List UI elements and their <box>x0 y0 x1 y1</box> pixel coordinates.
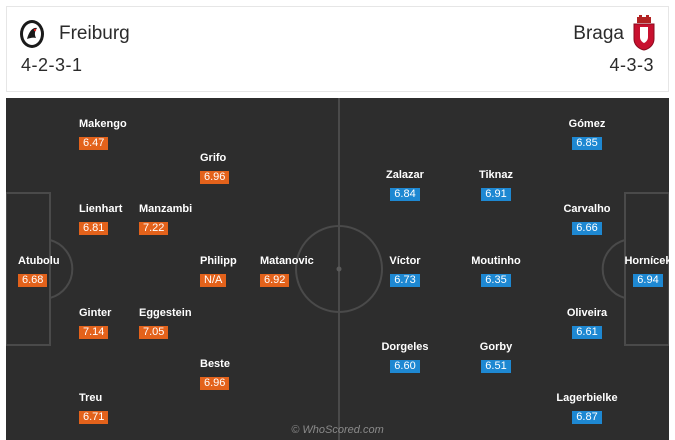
player-rating: 6.66 <box>572 222 602 235</box>
player-victor[interactable]: Víctor 6.73 <box>375 255 435 288</box>
player-name: Manzambi <box>139 203 193 215</box>
player-manzambi[interactable]: Manzambi 7.22 <box>139 203 199 236</box>
player-rating: 7.14 <box>79 326 109 339</box>
player-name: Gómez <box>568 118 606 130</box>
player-rating: 6.68 <box>18 274 48 287</box>
player-rating: 6.87 <box>572 411 602 424</box>
player-rating: 6.71 <box>79 411 109 424</box>
player-makengo[interactable]: Makengo 6.47 <box>79 118 139 151</box>
braga-crest-icon <box>633 15 655 51</box>
player-name: Gorby <box>479 341 513 353</box>
player-gomez[interactable]: Gómez 6.85 <box>557 118 617 151</box>
freiburg-crest-icon <box>20 20 44 48</box>
player-rating: 6.84 <box>390 188 420 201</box>
player-rating: 7.05 <box>139 326 169 339</box>
player-name: Dorgeles <box>381 341 429 353</box>
player-rating: 6.92 <box>260 274 290 287</box>
player-carvalho[interactable]: Carvalho 6.66 <box>557 203 617 236</box>
player-rating: 6.96 <box>200 171 230 184</box>
away-team-name[interactable]: Braga <box>573 23 624 44</box>
player-rating: 6.60 <box>390 360 420 373</box>
home-team-name[interactable]: Freiburg <box>59 23 130 44</box>
player-name: Víctor <box>389 255 421 267</box>
pitch-lines <box>6 98 669 440</box>
home-formation: 4-2-3-1 <box>21 55 83 75</box>
away-formation: 4-3-3 <box>609 55 654 75</box>
player-rating: 6.85 <box>572 137 602 150</box>
player-name: Oliveira <box>566 307 608 319</box>
player-rating: 6.91 <box>481 188 511 201</box>
player-rating: 6.35 <box>481 274 511 287</box>
player-name: Matanovic <box>260 255 314 267</box>
player-atubolu[interactable]: Atubolu 6.68 <box>18 255 78 288</box>
player-name: Zalazar <box>386 169 424 181</box>
player-rating: 6.51 <box>481 360 511 373</box>
player-name: Tiknaz <box>478 169 514 181</box>
player-name: Grifo <box>200 152 227 164</box>
player-matanovic[interactable]: Matanovic 6.92 <box>260 255 320 288</box>
player-beste[interactable]: Beste 6.96 <box>200 358 260 391</box>
player-ginter[interactable]: Ginter 7.14 <box>79 307 139 340</box>
player-rating: 6.96 <box>200 377 230 390</box>
player-name: Philipp <box>200 255 237 267</box>
match-header: Freiburg 4-2-3-1 Braga 4-3-3 <box>6 6 669 92</box>
player-name: Lagerbielke <box>556 392 618 404</box>
player-name: Ginter <box>79 307 112 319</box>
player-name: Carvalho <box>563 203 611 215</box>
player-name: Treu <box>79 392 103 404</box>
player-lagerbielke[interactable]: Lagerbielke 6.87 <box>553 392 621 425</box>
player-name: Hornícek <box>624 255 669 267</box>
player-name: Moutinho <box>471 255 521 267</box>
player-name: Eggestein <box>139 307 192 319</box>
player-dorgeles[interactable]: Dorgeles 6.60 <box>375 341 435 374</box>
player-rating: 6.73 <box>390 274 420 287</box>
player-tiknaz[interactable]: Tiknaz 6.91 <box>466 169 526 202</box>
player-name: Makengo <box>79 118 127 130</box>
player-name: Atubolu <box>18 255 60 267</box>
player-name: Lienhart <box>79 203 123 215</box>
player-gorby[interactable]: Gorby 6.51 <box>466 341 526 374</box>
player-name: Beste <box>200 358 230 370</box>
player-moutinho[interactable]: Moutinho 6.35 <box>466 255 526 288</box>
player-treu[interactable]: Treu 6.71 <box>79 392 139 425</box>
player-philipp[interactable]: Philipp N/A <box>200 255 260 288</box>
player-rating: 6.61 <box>572 326 602 339</box>
pitch: Makengo 6.47 Grifo 6.96 Lienhart 6.81 Ma… <box>6 98 669 440</box>
player-rating: 7.22 <box>139 222 169 235</box>
player-rating: N/A <box>200 274 227 287</box>
player-rating: 6.47 <box>79 137 109 150</box>
watermark: © WhoScored.com <box>291 424 384 436</box>
player-lienhart[interactable]: Lienhart 6.81 <box>79 203 139 236</box>
player-eggestein[interactable]: Eggestein 7.05 <box>139 307 199 340</box>
player-oliveira[interactable]: Oliveira 6.61 <box>557 307 617 340</box>
player-rating: 6.81 <box>79 222 109 235</box>
player-grifo[interactable]: Grifo 6.96 <box>200 152 260 185</box>
player-rating: 6.94 <box>633 274 663 287</box>
player-hornicek[interactable]: Hornícek 6.94 <box>618 255 669 288</box>
player-zalazar[interactable]: Zalazar 6.84 <box>375 169 435 202</box>
